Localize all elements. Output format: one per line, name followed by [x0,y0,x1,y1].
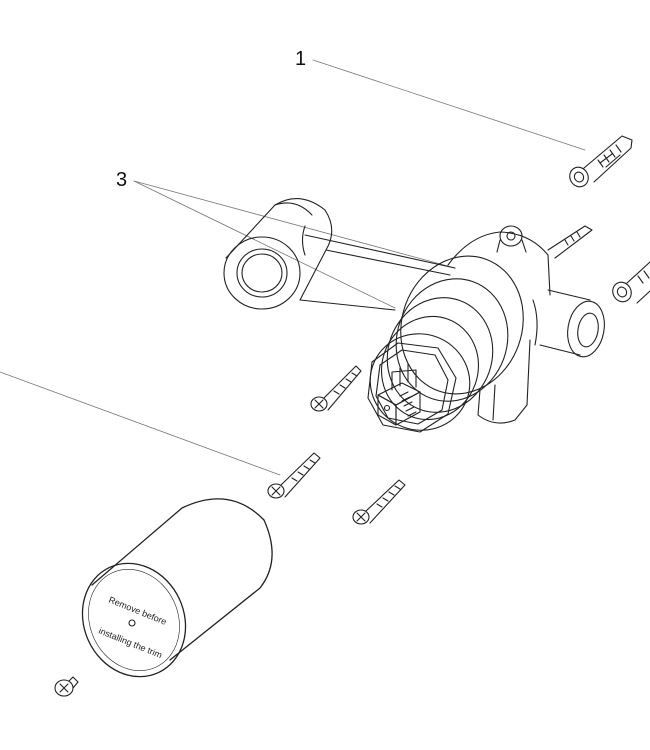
cap-label-group: Remove before installing the trim [97,595,168,661]
cap-text-line-1: Remove before [107,595,168,627]
leader-line-left [0,371,281,476]
cap-center-mark [128,619,136,627]
wall-plug-anchor-right [612,261,650,304]
protective-cap [81,498,273,678]
cap-text-line-2: installing the trim [97,626,163,661]
leader-line-3 [133,180,456,269]
outlet-elbow-pipe [223,198,456,311]
screw-small-bottom [54,676,79,697]
leader-line-1 [312,59,586,151]
callout-number-1: 1 [295,48,307,70]
screw-middle [267,452,321,499]
wall-plug-anchor-top [569,135,633,188]
hex-nut [367,342,457,433]
leader-line-3-secondary [133,180,396,309]
callout-number-3: 3 [116,169,128,191]
valve-body [447,225,605,424]
screw-lower [352,479,406,525]
leader-lines [0,59,586,476]
cartridge-rings [369,255,524,431]
screw-upper [310,365,362,412]
valve-spindle [377,363,421,426]
